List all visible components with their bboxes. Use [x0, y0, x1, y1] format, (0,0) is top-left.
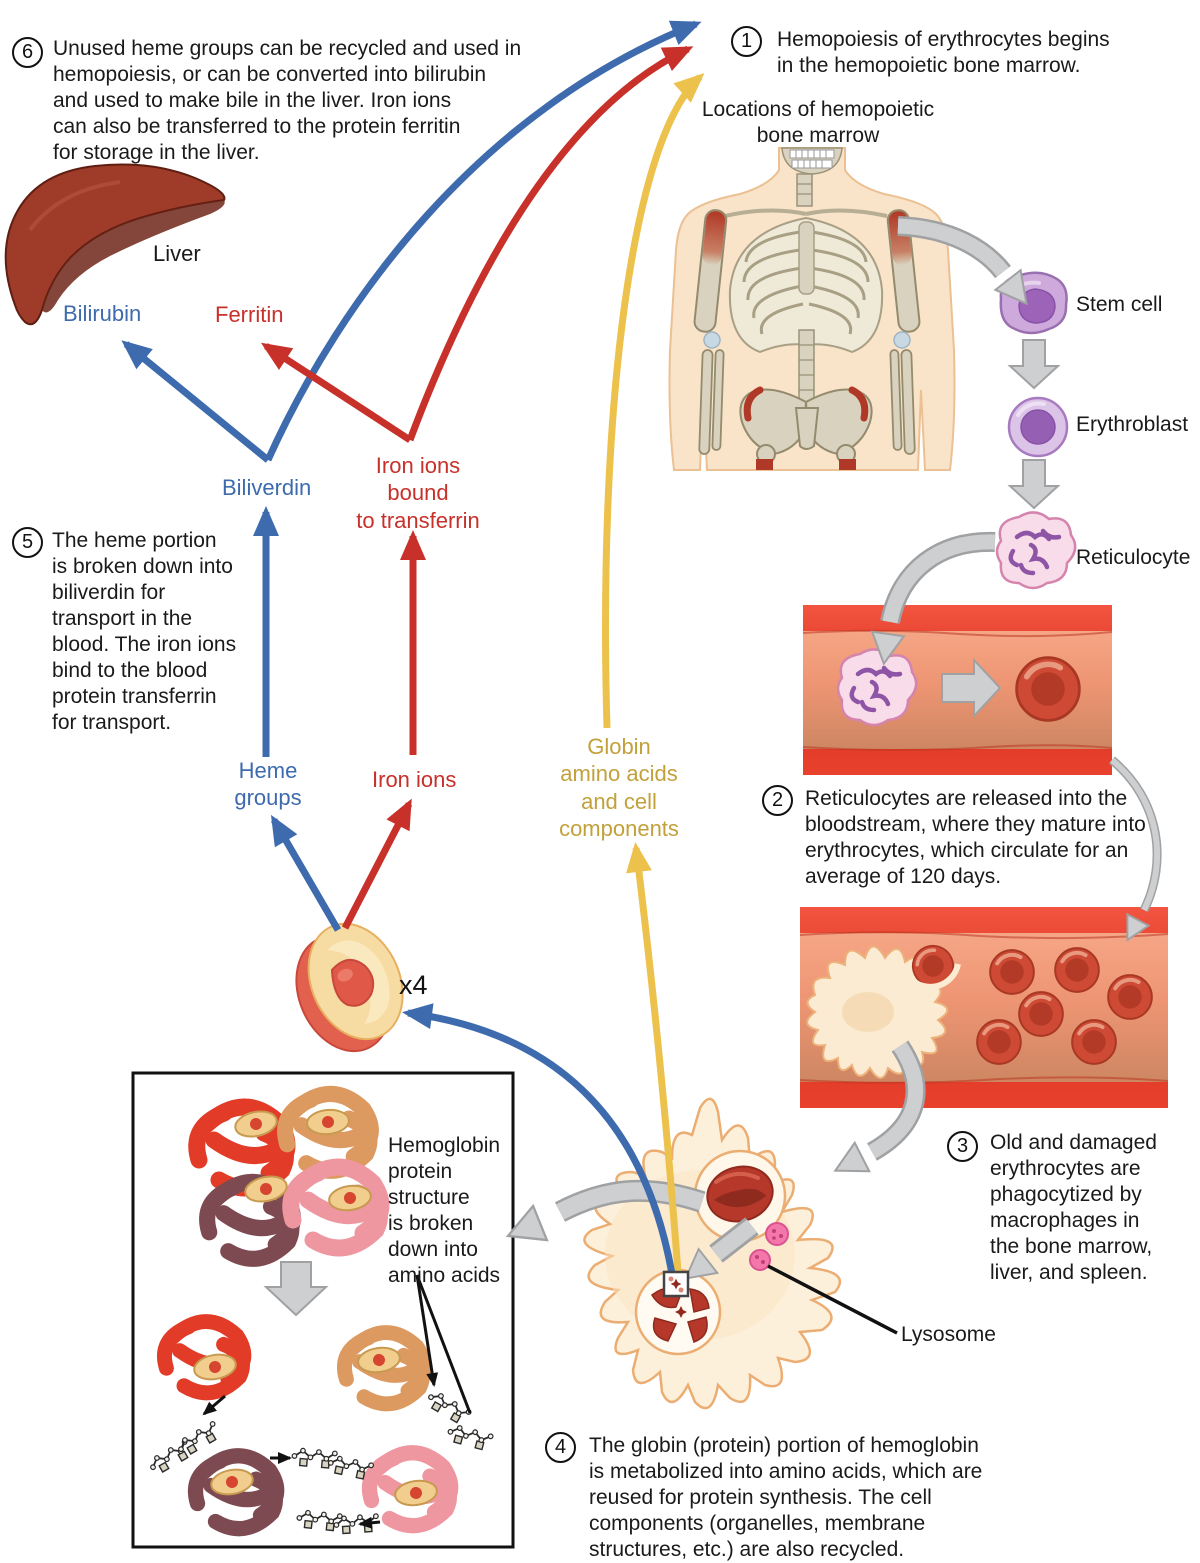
hemoglobin-breakdown-box [131, 1071, 515, 1549]
lysosome-icons [749, 1222, 789, 1271]
step-5-badge: 5 [12, 527, 43, 558]
vessel2-to-macrophage-arrow [827, 1040, 926, 1186]
step-6-text: Unused heme groups can be recycled and u… [53, 37, 522, 165]
heme-groups-label: Heme groups [234, 758, 302, 811]
phagosome-with-erythrocyte [693, 1149, 787, 1243]
step-6-badge: 6 [12, 37, 43, 68]
stem-cell-label: Stem cell [1076, 293, 1163, 316]
macrophage-to-heme-disk-arrow [402, 1003, 676, 1275]
subunit-to-chain-arrows [202, 1394, 381, 1529]
humerus-marrow-left [693, 209, 728, 333]
step-3-text: Old and damaged erythrocytes are phagocy… [990, 1131, 1157, 1285]
macrophage-to-globin-arrow [626, 842, 682, 1273]
step-5-text: The heme portion is broken down into bil… [52, 529, 237, 735]
iron-transferrin-label: Iron ions bound to transferrin [356, 453, 480, 533]
reticulocyte-icon [997, 512, 1075, 588]
stem-to-erythroblast-arrow [1007, 339, 1061, 390]
amino-acids-pointer-lines [415, 1274, 472, 1414]
bone-marrow-body-figure [668, 147, 956, 471]
reticulocyte-to-vessel-arrow [866, 531, 996, 667]
digestion-vesicle [634, 1268, 722, 1356]
step-4-badge: 4 [545, 1432, 576, 1463]
erythroblast-to-reticulocyte-arrow [1007, 459, 1061, 510]
reticulocyte-label: Reticulocyte [1076, 546, 1191, 569]
heme-disk-icon [295, 922, 404, 1053]
vessel1-to-vessel2-arrow [1109, 756, 1162, 947]
blood-vessel-top [802, 605, 1113, 775]
step-1-text: Hemopoiesis of erythrocytes begins in th… [777, 28, 1110, 78]
globin-recycle-arrow [602, 72, 705, 729]
ferritin-label: Ferritin [215, 302, 284, 327]
disk-to-iron-ions-arrow [341, 798, 413, 930]
hemoglobin-breakdown-label: Hemoglobin protein structure is broken d… [388, 1134, 501, 1288]
lysosome-label: Lysosome [901, 1323, 996, 1346]
lysosome-pointer-line [767, 1264, 898, 1335]
marrow-to-stemcell-arrow [897, 216, 1041, 315]
iron-to-ferritin-arrow [260, 342, 412, 443]
liver-illustration [4, 163, 226, 326]
macrophage-illustration [583, 1097, 842, 1410]
bilirubin-label: Bilirubin [63, 301, 142, 326]
reticulocyte-in-vessel-icon [838, 649, 916, 725]
erythrocyte-in-vessel-icon [1017, 658, 1080, 721]
step-3-badge: 3 [947, 1131, 978, 1162]
iron-recycle-arrow [406, 45, 694, 442]
macrophage-to-box-arrow [499, 1179, 706, 1255]
step-2-badge: 2 [762, 785, 793, 816]
heme-recycle-arrow [264, 20, 702, 462]
rib-lines [742, 230, 870, 335]
jaw-teeth-icon [781, 147, 843, 175]
globin-label: Globin amino acids and cell components [559, 734, 679, 841]
step-2-text: Reticulocytes are released into the bloo… [805, 787, 1146, 889]
erythroblast-icon [1007, 396, 1069, 458]
disk-to-heme-groups-arrow [270, 814, 342, 932]
pathway-arrows [121, 20, 705, 1275]
maturation-arrow [941, 657, 1002, 719]
iron-ions-label: Iron ions [372, 767, 457, 792]
erythroblast-label: Erythroblast [1076, 413, 1189, 436]
step-4-text: The globin (protein) portion of hemoglob… [589, 1434, 983, 1562]
step-1-badge: 1 [731, 26, 762, 57]
pelvis-marrow [739, 386, 873, 470]
biliverdin-to-bilirubin-arrow [121, 340, 271, 463]
biliverdin-label: Biliverdin [222, 475, 312, 500]
bone-marrow-locations-label: Locations of hemopoietic bone marrow [701, 98, 935, 148]
gray-flow-arrows [499, 216, 1162, 1292]
vesicle-zoom-marker [662, 1270, 690, 1298]
macrophage-internal-arrow [675, 1217, 759, 1292]
breakdown-arrow [263, 1261, 329, 1317]
blood-vessel-bottom [799, 907, 1169, 1108]
liver-label: Liver [153, 241, 201, 266]
x4-label: x4 [399, 970, 428, 1000]
